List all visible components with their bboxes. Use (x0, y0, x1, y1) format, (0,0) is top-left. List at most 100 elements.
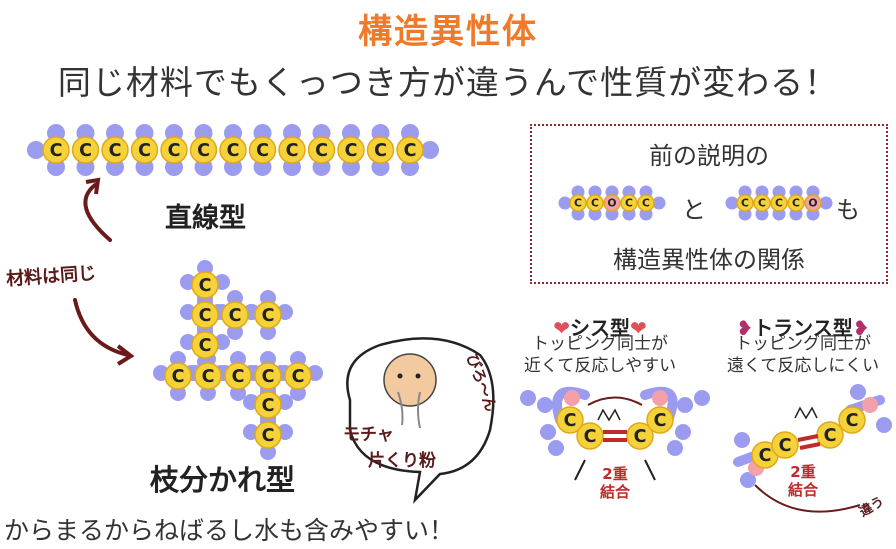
atom-label: C (256, 141, 269, 161)
info-box-line1: 前の説明の (649, 142, 769, 170)
arrow-to-branched (73, 298, 130, 357)
hydrogen-atom (548, 440, 564, 456)
carbon-atom (586, 194, 604, 212)
atom-label: C (574, 197, 582, 210)
hydrogen-atom (740, 472, 756, 488)
trans-title-text: トランス型 (753, 316, 853, 340)
hydrogen-atom (876, 417, 892, 433)
atom-label: C (109, 141, 122, 161)
spark-lines (574, 459, 656, 481)
atom-label: C (79, 141, 92, 161)
atom-label: C (202, 367, 215, 387)
trans-desc-2: 遠くて反応しにくい (726, 356, 880, 376)
mochi-bubble-text-2: モチャ (343, 425, 394, 445)
atom-label: C (232, 367, 245, 387)
carbon-atom (189, 136, 218, 164)
carbon-atom (248, 136, 277, 164)
atom-label: C (262, 426, 275, 446)
broken-heart-icon: ❥ (736, 316, 754, 340)
carbon-atom (603, 194, 621, 212)
carbon-atom (101, 136, 129, 164)
carbon-atom (160, 136, 188, 164)
atom-label: C (374, 141, 387, 161)
carbon-atom (736, 194, 754, 212)
atom-label: C (227, 141, 240, 161)
trans-title: ❥トランス型❥ (710, 312, 896, 341)
carbon-atom (307, 136, 336, 164)
carbon-atom (164, 362, 192, 390)
atom-label: C (404, 141, 417, 161)
carbon-atom (620, 194, 638, 212)
cis-desc-2: 近くて反応しやすい (523, 356, 677, 376)
carbon-atom (191, 301, 219, 329)
carbon-atom (396, 136, 424, 164)
heart-icon: ❤ (553, 316, 570, 340)
info-box-line3: 構造異性体の関係 (613, 246, 805, 274)
carbon-atom (191, 271, 219, 299)
atom-label: O (607, 197, 616, 210)
cis-title: ❤シス型❤ (515, 312, 685, 341)
carbon-atom (130, 136, 159, 164)
hydrogen-atom (725, 196, 739, 210)
arrow-to-linear (83, 183, 112, 242)
atom-label: C (591, 197, 599, 210)
atom-label: C (262, 306, 275, 326)
carbon-atom (771, 431, 799, 459)
hydrogen-atom (421, 141, 439, 159)
atom-label: C (634, 427, 647, 447)
atom-label: C (642, 197, 650, 210)
hydrogen-atom (694, 390, 710, 406)
atom-label: C (625, 197, 633, 210)
atom-label: C (199, 276, 212, 296)
carbon-atom (576, 422, 604, 450)
atom-label: C (584, 427, 597, 447)
cis-bond-line2: 結合 (599, 483, 630, 501)
carbon-atom (254, 391, 282, 419)
carbon-atom (254, 421, 282, 449)
branched-type-label: 枝分かれ型 (150, 463, 296, 497)
atom-label: C (262, 396, 275, 416)
mochi-stretch (397, 391, 421, 429)
atom-label: C (345, 141, 358, 161)
carbon-atom (804, 194, 822, 212)
hydrogen-atom (27, 141, 45, 159)
heart-icon: ❤ (630, 316, 647, 340)
atom-label: C (779, 436, 792, 456)
carbon-atom (366, 136, 395, 164)
bottom-text: からまるからねばるし水も含みやすい！ (4, 516, 455, 545)
topping-atom (564, 390, 580, 406)
carbon-atom (254, 301, 282, 329)
atom-label: O (808, 197, 817, 210)
atom-label: C (292, 367, 305, 387)
hydrogen-atom (520, 390, 536, 406)
carbon-atom (194, 362, 222, 390)
arrow-head (85, 177, 101, 195)
atom-label: C (315, 141, 328, 161)
carbon-atom (838, 406, 866, 434)
carbon-atom (626, 422, 654, 450)
atom-label: C (564, 411, 577, 431)
hydrogen-atom (850, 384, 866, 400)
cis-bond-line1: 2重 (602, 465, 628, 483)
atom-label: C (138, 141, 151, 161)
carbon-atom (224, 362, 252, 390)
carbon-atom (646, 406, 674, 434)
hydrogen-atom (537, 397, 553, 413)
atom-label: C (172, 367, 185, 387)
trans-bond-line1: 2重 (790, 463, 816, 481)
atom-label: C (741, 197, 749, 210)
hydrogen-atom (667, 440, 683, 456)
atom-label: C (168, 141, 181, 161)
info-box-connector: と (682, 196, 706, 224)
hydrogen-atom (558, 196, 572, 210)
cis-desc-1: トッピング同士が (532, 334, 668, 354)
hydrogen-atom (819, 196, 833, 210)
character-eye (397, 373, 403, 379)
carbon-atom (787, 194, 805, 212)
carbon-atom (254, 362, 282, 390)
reaction-arrow (587, 396, 643, 406)
atom-label: C (824, 426, 837, 446)
distance-arrow (754, 484, 861, 513)
mochi-bubble-text-3: 片くり粉 (368, 451, 436, 471)
